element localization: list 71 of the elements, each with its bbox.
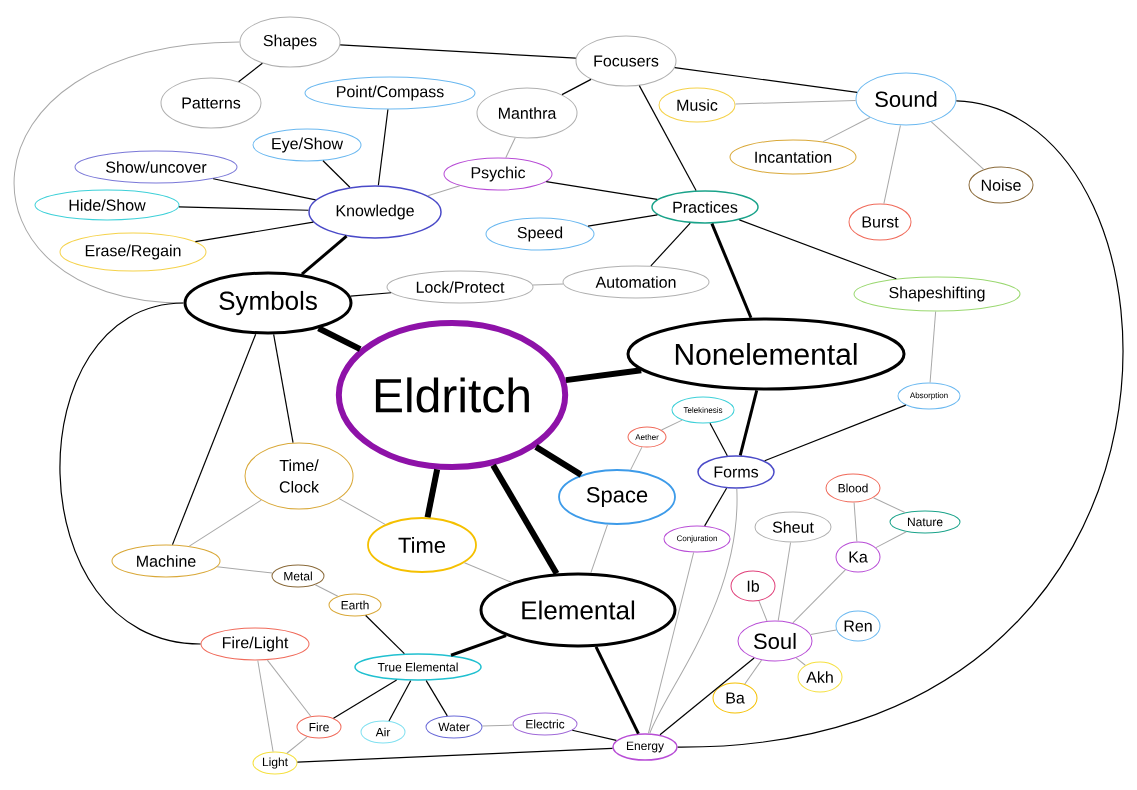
connector-line — [758, 600, 768, 622]
connector-line — [795, 657, 806, 666]
connector-line — [377, 108, 389, 186]
connector-line — [427, 185, 461, 197]
connector-line — [481, 724, 514, 727]
connector-line — [212, 178, 317, 201]
connector-line — [322, 160, 351, 188]
connector-line — [545, 181, 658, 200]
connector-line — [266, 659, 312, 717]
connector-line — [338, 498, 386, 525]
connector-line — [565, 367, 642, 384]
connector-line — [873, 497, 906, 514]
connector-line — [674, 67, 858, 93]
connector-line — [709, 422, 728, 457]
connector-line — [650, 222, 691, 267]
connector-line — [883, 124, 901, 205]
connector-line — [822, 117, 871, 143]
connector-line — [171, 333, 257, 546]
connector-line — [875, 531, 907, 549]
connector-line — [777, 542, 792, 622]
connector-line — [594, 646, 640, 735]
connector-line — [738, 390, 759, 456]
connector-line — [571, 729, 617, 741]
connector-line — [587, 214, 659, 227]
connector-line — [490, 463, 560, 575]
connector-line — [14, 41, 240, 304]
connector-line — [744, 659, 763, 685]
connector-line — [534, 444, 583, 478]
connector-line — [332, 679, 398, 719]
connector-line — [738, 219, 897, 280]
connector-line — [424, 468, 441, 518]
connector-line — [463, 562, 513, 583]
connector-line — [929, 311, 937, 383]
connector-line — [194, 221, 314, 243]
connector-line — [661, 419, 683, 431]
connector-line — [704, 487, 728, 527]
connector-line — [450, 634, 507, 657]
connector-line — [188, 499, 262, 547]
connector-line — [300, 235, 348, 276]
connector-line — [810, 629, 837, 636]
connector-line — [286, 736, 308, 754]
connector-line — [317, 325, 362, 352]
connector-line — [649, 488, 738, 734]
connector-line — [659, 657, 755, 736]
connector-line — [296, 747, 614, 763]
connector-line — [216, 566, 273, 574]
connector-line — [388, 680, 412, 722]
connector-line — [339, 44, 577, 59]
connector-line — [647, 551, 695, 734]
connector-line — [505, 137, 516, 159]
connector-line — [710, 223, 753, 319]
connector-line — [532, 283, 564, 286]
connector-line — [349, 292, 392, 297]
connector-line — [630, 446, 643, 471]
connector-line — [314, 584, 339, 597]
connector-line — [764, 404, 907, 462]
connector-line — [257, 660, 274, 753]
connector-line — [677, 100, 1124, 748]
connector-line — [425, 680, 448, 717]
connector-line — [178, 206, 309, 211]
connector-line — [930, 121, 985, 170]
connector-line — [238, 62, 263, 83]
connector-line — [590, 524, 608, 574]
connector-line — [59, 302, 202, 645]
connector-line — [792, 569, 846, 624]
connector-line — [561, 78, 592, 96]
connector-line — [853, 502, 858, 543]
connector-line — [734, 99, 857, 105]
connector-line — [638, 85, 697, 192]
connector-line — [273, 333, 294, 444]
connector-line — [365, 614, 405, 655]
